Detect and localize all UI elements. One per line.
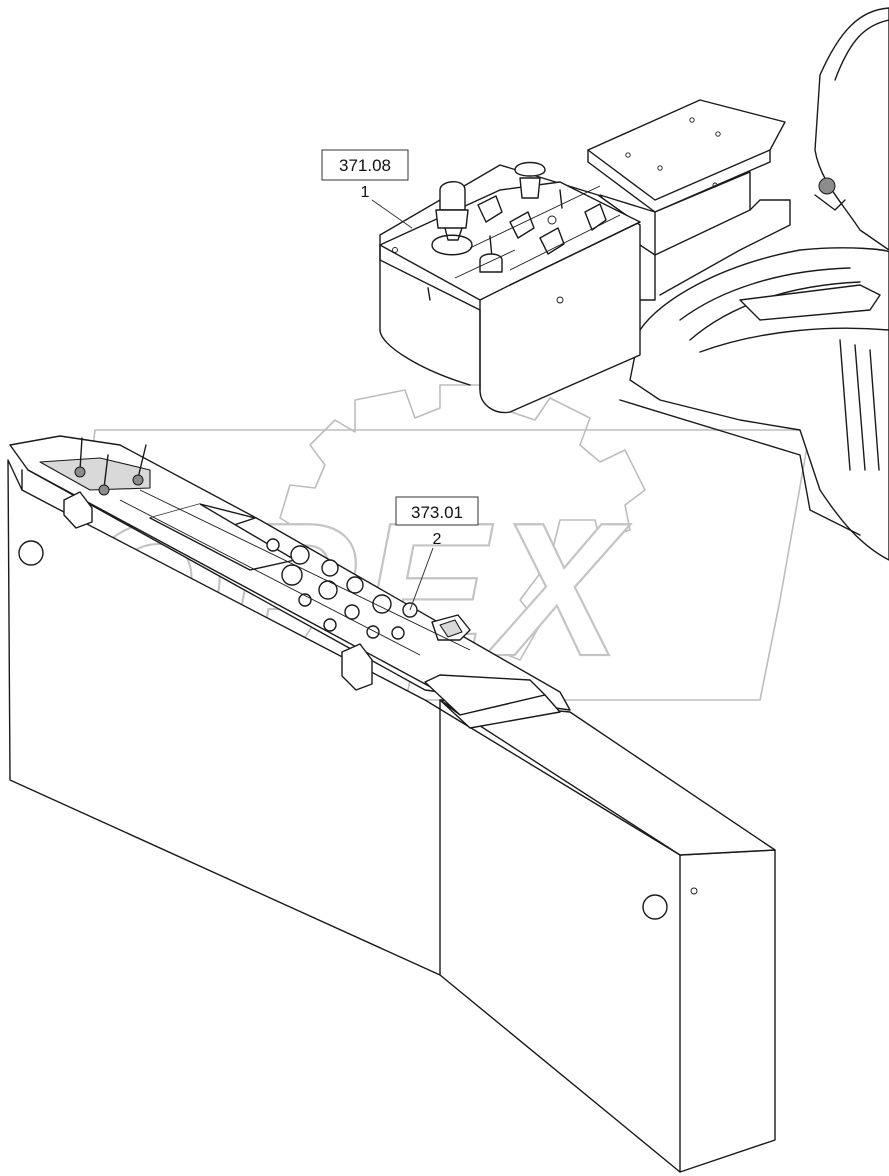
callout-2-ref-text: 373.01 — [411, 503, 463, 522]
callout-1-leader — [371, 199, 413, 229]
right-control-box — [379, 161, 641, 414]
callout-2-ref-box — [395, 496, 479, 526]
callout-2-item-number: 2 — [433, 531, 442, 548]
callout-1-item-number: 1 — [361, 184, 370, 201]
callout-1-ref-text: 371.08 — [339, 156, 391, 175]
operator-seat — [619, 7, 889, 561]
callout-1: 371.08 1 — [321, 149, 413, 229]
callout-2: 373.01 2 — [395, 496, 479, 611]
callout-2-leader — [409, 547, 434, 611]
callout-1-ref-box — [321, 149, 409, 181]
left-console — [7, 435, 776, 1173]
